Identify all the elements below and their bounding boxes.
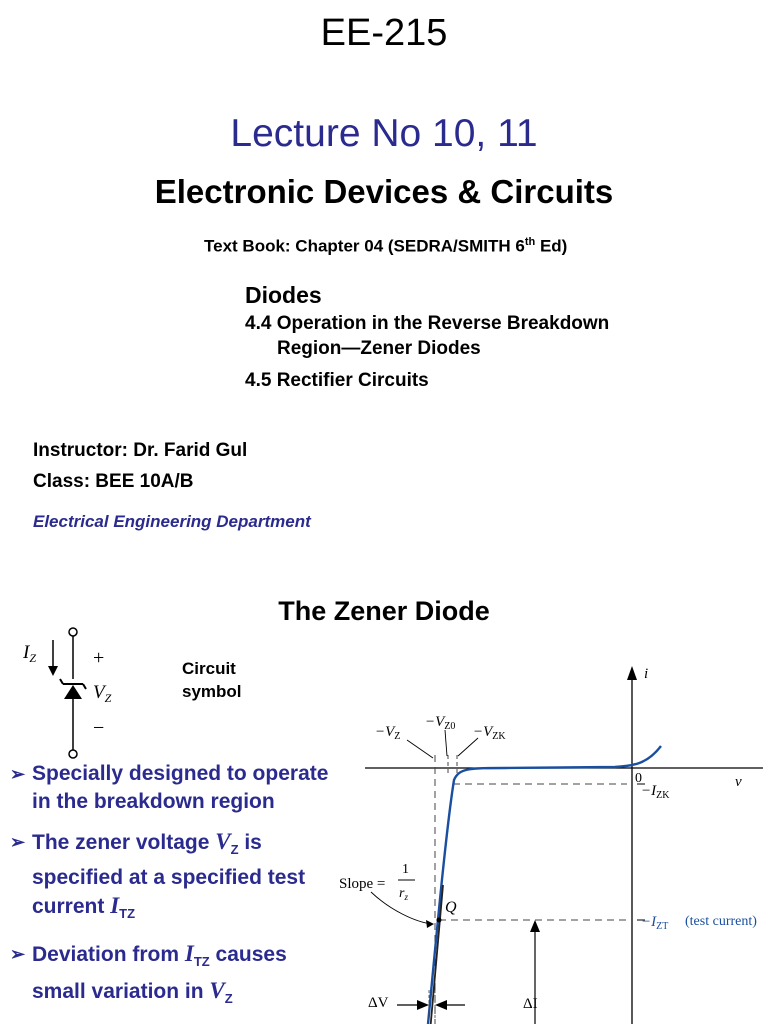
bullet-text: causes small variation in (32, 943, 287, 1003)
topic-item-4-4-line2: Region—Zener Diodes (277, 338, 481, 359)
neg-izk-label: −IZK (641, 783, 670, 801)
neg-vz0-label: −VZ0 (425, 714, 455, 732)
bullet-symbol-sub: TZ (193, 954, 210, 970)
diode-bend-left (59, 678, 64, 685)
diode-bend-right (82, 683, 87, 690)
bullet-symbol: I (110, 893, 120, 919)
iv-characteristic-curve (426, 745, 662, 1024)
bullet-arrow-icon: ➢ (10, 944, 26, 965)
minus-sign: − (93, 717, 104, 739)
slope-denominator: rz (399, 886, 408, 902)
zener-iv-graph: i v 0 −VZ −VZ0 −VZK −IZK −IZT (test curr… (339, 666, 763, 1024)
bullet-item: ➢ The zener voltage VZ is specified at a… (10, 828, 340, 928)
bullet-symbol: I (184, 941, 194, 967)
textbook-edition-sup: th (524, 236, 536, 248)
current-label: IZ (22, 642, 36, 665)
topic-item-4-4-line1: 4.4 Operation in the Reverse Breakdown (245, 313, 610, 334)
circuit-symbol-label: Circuit symbol (182, 657, 242, 703)
zener-section-title: The Zener Diode (278, 596, 490, 626)
bullet-text: Deviation from (32, 943, 185, 967)
zener-circuit-symbol: IZ + VZ − (22, 627, 112, 759)
vzk-pointer (457, 737, 479, 757)
bullet-text: Specially designed to operate in the bre… (32, 762, 329, 813)
neg-vz-label: −VZ (375, 724, 400, 742)
q-point-dot (436, 917, 442, 923)
slope-label: Slope = (339, 876, 385, 892)
topic-item-4-4: 4.4 Operation in the Reverse Breakdown R… (245, 311, 609, 361)
bullet-text: is specified at a specified test current (32, 831, 306, 919)
slope-numerator: 1 (402, 862, 409, 877)
vz-pointer (406, 739, 434, 759)
bullet-symbol-sub: TZ (119, 906, 136, 922)
bullet-symbol-sub: Z (230, 842, 239, 858)
bullet-arrow-icon: ➢ (10, 764, 26, 784)
delta-v-arrow-left-head (417, 1000, 429, 1010)
circuit-symbol-label-line2: symbol (182, 682, 242, 701)
v-axis-label: v (735, 774, 742, 790)
diode-triangle (64, 685, 82, 699)
topics-heading: Diodes (245, 282, 322, 308)
class-name: Class: BEE 10A/B (33, 471, 194, 492)
textbook-suffix: Ed) (535, 236, 568, 256)
bullet-text: The zener voltage (32, 831, 216, 854)
current-arrow-head (48, 666, 58, 676)
bullet-item: ➢ Specially designed to operate in the b… (10, 760, 340, 816)
bullet-item: ➢ Deviation from ITZ causes small variat… (10, 940, 340, 1012)
delta-i-arrowhead (530, 920, 540, 932)
i-axis-arrowhead (627, 666, 637, 680)
neg-vzk-label: −VZK (473, 724, 506, 742)
department-name: Electrical Engineering Department (33, 512, 311, 531)
terminal-top (68, 627, 78, 637)
delta-v-label: ΔV (368, 995, 389, 1011)
zener-bullet-list: ➢ Specially designed to operate in the b… (10, 760, 340, 1025)
terminal-bottom (68, 749, 78, 759)
tangent-line (429, 884, 444, 1024)
voltage-label: VZ (93, 682, 112, 705)
bullet-symbol-sub: Z (224, 990, 233, 1006)
bullet-arrow-icon: ➢ (10, 832, 26, 852)
plus-sign: + (93, 647, 104, 669)
origin-label: 0 (635, 771, 642, 786)
slope-pointer-arrowhead (426, 920, 434, 928)
q-point-label: Q (445, 899, 457, 916)
neg-izt-label: −IZT (641, 914, 668, 932)
test-current-label: (test current) (685, 914, 757, 929)
i-axis-label: i (644, 666, 648, 682)
bullet-symbol: V (215, 829, 231, 854)
textbook-prefix: Text Book: Chapter 04 (SEDRA/SMITH 6 (204, 236, 525, 256)
course-code: EE-215 (320, 12, 448, 54)
delta-v-arrow-right-head (435, 1000, 447, 1010)
delta-i-label: ΔI (523, 996, 538, 1012)
circuit-symbol-label-line1: Circuit (182, 659, 236, 678)
topic-item-4-5: 4.5 Rectifier Circuits (245, 370, 429, 391)
subject-title: Electronic Devices & Circuits (154, 173, 614, 210)
lecture-number: Lecture No 10, 11 (230, 112, 538, 155)
instructor-name: Instructor: Dr. Farid Gul (33, 440, 248, 461)
vz0-pointer (444, 729, 448, 757)
bullet-symbol: V (209, 977, 225, 1003)
textbook-reference: Text Book: Chapter 04 (SEDRA/SMITH 6th E… (204, 236, 567, 257)
